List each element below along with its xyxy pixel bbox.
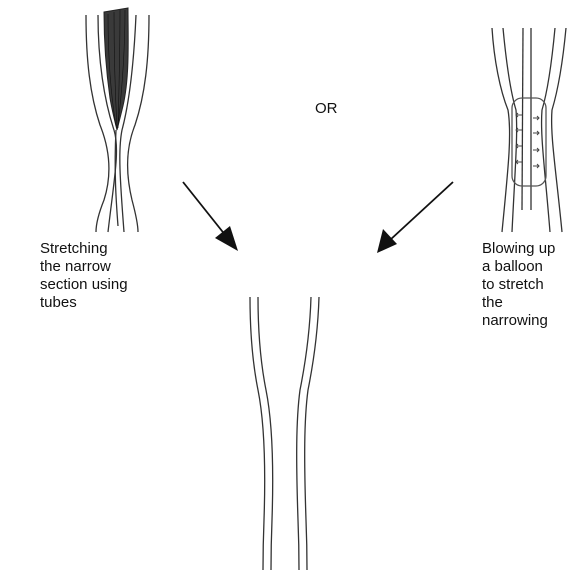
arrow-right-to-result (377, 182, 453, 253)
caption-line: the narrow (40, 258, 128, 276)
balloon-method-caption: Blowing up a balloon to stretch the narr… (482, 240, 555, 330)
balloon-dilation-drawing (492, 28, 566, 232)
tube-method-caption: Stretching the narrow section using tube… (40, 240, 128, 312)
duct-right-wall-a (542, 28, 555, 232)
balloon-pressure-arrows (516, 113, 539, 168)
caption-line: the (482, 294, 555, 312)
caption-line: Blowing up (482, 240, 555, 258)
balloon (512, 98, 546, 186)
result-right-wall-inner (297, 297, 311, 570)
result-left-wall-outer (250, 297, 265, 570)
caption-line: to stretch (482, 276, 555, 294)
result-right-wall-outer (305, 297, 319, 570)
duct-right-wall-b (552, 28, 566, 232)
caption-line: Stretching (40, 240, 128, 258)
or-label: OR (315, 100, 338, 118)
caption-line: a balloon (482, 258, 555, 276)
arrow-left-to-result (183, 182, 238, 251)
caption-line: section using (40, 276, 128, 294)
catheter-left (522, 28, 523, 210)
duct-outer-right-wall (127, 15, 149, 232)
caption-line: tubes (40, 294, 128, 312)
widened-duct-result (250, 297, 319, 570)
result-left-wall-inner (258, 297, 273, 570)
caption-line: narrowing (482, 312, 555, 330)
